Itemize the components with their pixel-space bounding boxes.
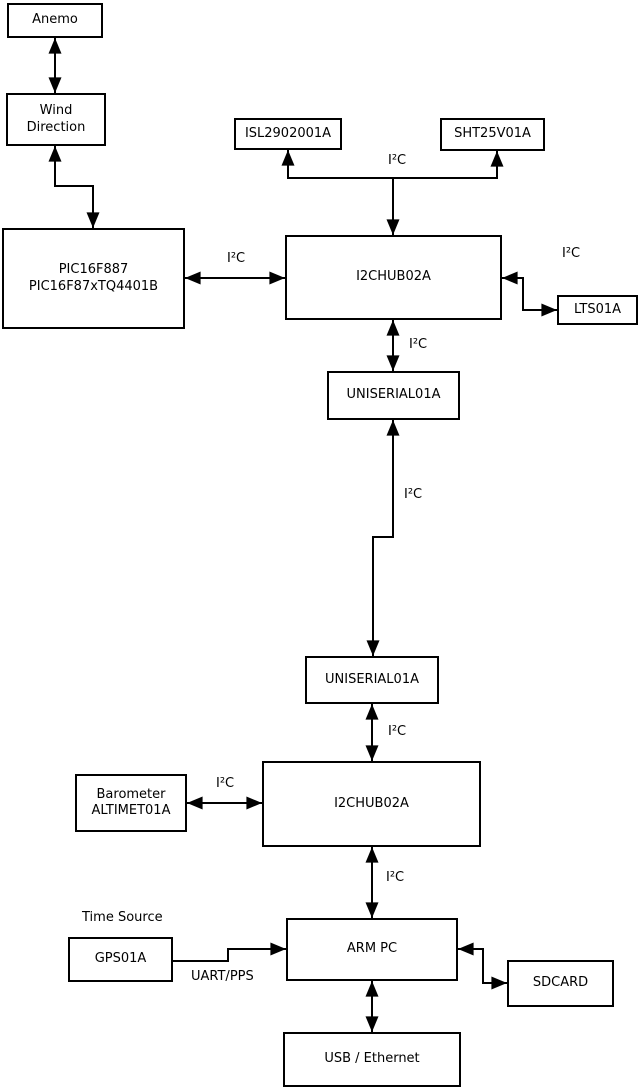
edge-armpc-sdcard: [458, 942, 507, 990]
uart-pps-label: UART/PPS: [191, 969, 254, 984]
node-uniserial01a-1: UNISERIAL01A: [327, 371, 460, 420]
node-pic16f887: PIC16F887 PIC16F87xTQ4401B: [2, 228, 185, 329]
node-sht25v01a: SHT25V01A: [440, 118, 545, 151]
edge-label-i2c-long-link: I²C: [404, 487, 423, 502]
edge-label-i2c-pic-hub1: I²C: [227, 251, 246, 266]
node-isl2902001a: ISL2902001A: [234, 118, 342, 150]
edge-label-i2c-barometer-hub2: I²C: [216, 776, 235, 791]
node-usb-ethernet: USB / Ethernet: [283, 1032, 461, 1087]
edge-label-i2c-uniserial2-hub2: I²C: [388, 724, 407, 739]
node-i2chub02a-1: I2CHUB02A: [285, 235, 502, 320]
edge-uniserial1-uniserial2: [366, 420, 400, 657]
edge-hub1-lts: [501, 271, 558, 317]
edge-label-i2c-hub1-lts: I²C: [562, 246, 581, 261]
edge-winddirection-pic: [48, 146, 100, 228]
time-source-label: Time Source: [82, 910, 163, 925]
node-lts01a: LTS01A: [557, 295, 638, 325]
node-barometer-altimet01a: Barometer ALTIMET01A: [75, 774, 187, 832]
node-anemo: Anemo: [7, 3, 103, 38]
edge-label-i2c-hub2-armpc: I²C: [386, 870, 405, 885]
node-wind-direction: Wind Direction: [6, 93, 106, 146]
node-i2chub02a-2: I2CHUB02A: [262, 761, 481, 847]
edge-label-i2c-hub1-uniserial1: I²C: [409, 337, 428, 352]
node-gps01a: GPS01A: [68, 937, 173, 982]
edge-label-i2c-top-branch: I²C: [388, 153, 407, 168]
node-arm-pc: ARM PC: [286, 918, 458, 981]
node-uniserial01a-2: UNISERIAL01A: [305, 656, 439, 704]
edge-gps-armpc: [173, 942, 286, 962]
node-sdcard: SDCARD: [507, 960, 614, 1007]
